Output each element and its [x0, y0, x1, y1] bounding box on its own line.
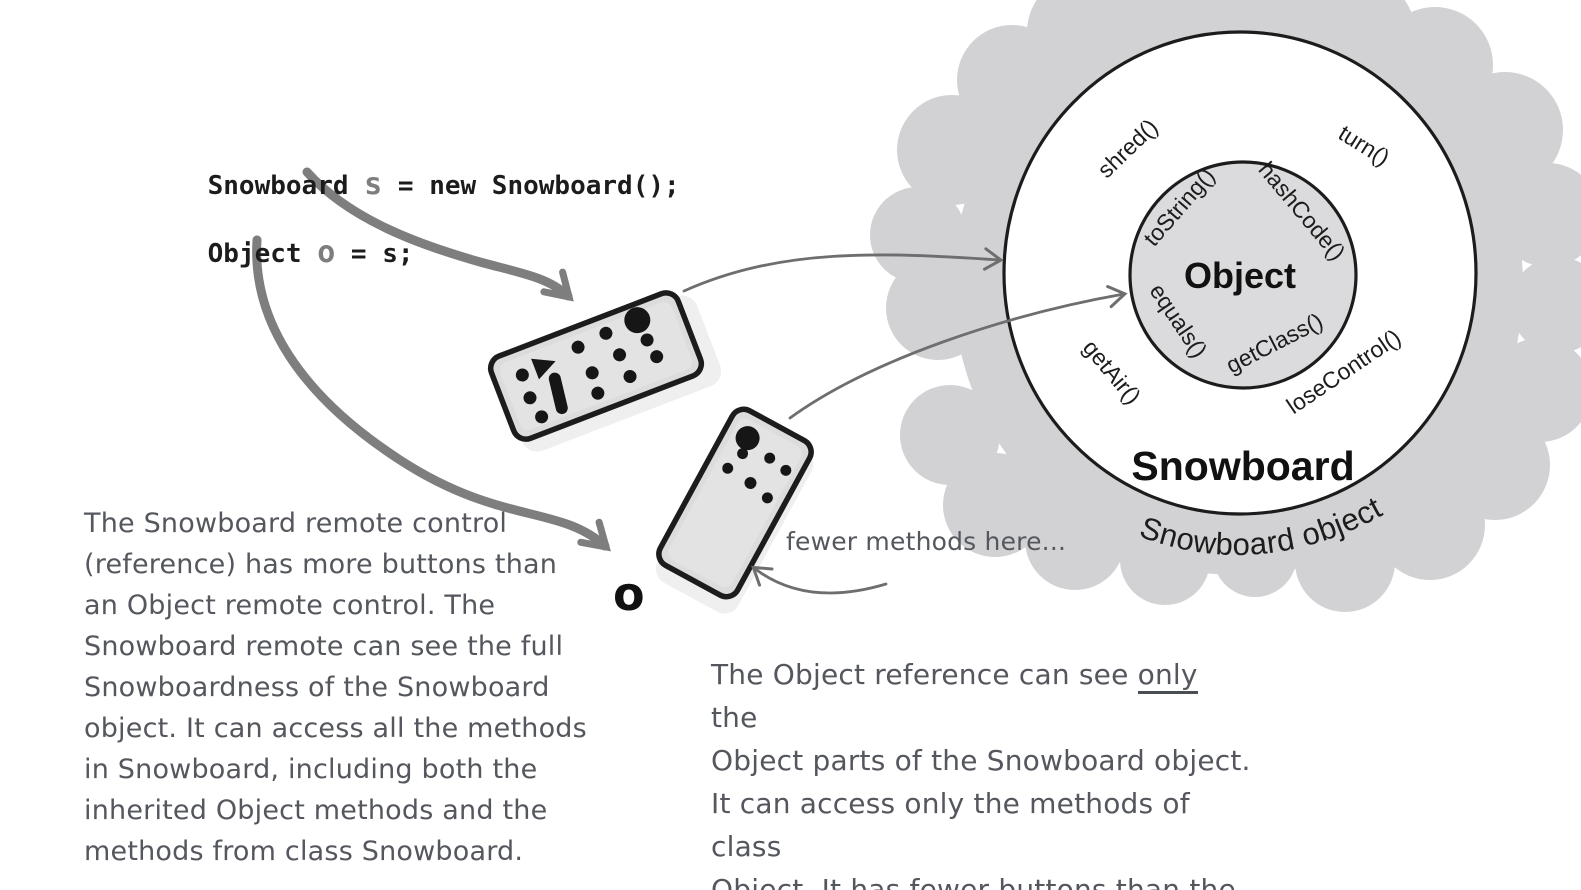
- code-line1-post: = new Snowboard();: [382, 171, 680, 201]
- code-line1-pre: Snowboard: [207, 171, 365, 201]
- right-note-line1-pre: The Object reference can see: [711, 658, 1138, 691]
- left-note-line: inherited Object methods and the: [84, 795, 548, 826]
- left-note-line: object. It can access all the methods: [84, 713, 587, 744]
- left-note-line: The Snowboard remote control: [84, 508, 508, 539]
- code-line2-pre: Object: [207, 239, 318, 269]
- snowboard-class-label: Snowboard: [1131, 443, 1354, 489]
- object-class-label: Object: [1184, 255, 1296, 296]
- arrow-remote-to-snowboard-circle: [682, 247, 1004, 293]
- code-var-o: o: [317, 235, 336, 270]
- left-note-line: methods from class Snowboard.: [84, 836, 524, 867]
- arrow-fewer-methods: [751, 565, 888, 595]
- arrow-s-to-snowboard-remote: [302, 167, 574, 302]
- snowboard-remote: [487, 290, 722, 452]
- left-note-line: (reference) has more buttons than: [84, 549, 558, 580]
- left-note-line: Snowboard remote can see the full: [84, 631, 564, 662]
- right-note-line: The Object reference can see only the: [711, 653, 1251, 739]
- code-line-1: Snowboard s = new Snowboard();: [145, 134, 680, 237]
- snowboard-reference-note: The Snowboard remote control (reference)…: [84, 503, 624, 872]
- right-note-line: Object. It has fewer buttons than the: [711, 873, 1236, 890]
- object-class-circle: [1128, 160, 1358, 390]
- fewer-methods-note: fewer methods here...: [786, 527, 1067, 556]
- arrow-remote-to-object-circle: [788, 285, 1128, 420]
- right-note-underlined-word: only: [1137, 658, 1198, 694]
- code-line-2: Object o = s;: [145, 202, 414, 305]
- left-note-line: an Object remote control. The: [84, 590, 496, 621]
- code-line2-post: = s;: [335, 239, 414, 269]
- snowboard-remote-buttons: [515, 307, 664, 424]
- object-reference-note: The Object reference can see only the Ob…: [711, 653, 1251, 890]
- right-note-line: It can access only the methods of class: [711, 787, 1190, 863]
- right-note-line: Object parts of the Snowboard object.: [711, 744, 1251, 777]
- object-remote: [655, 406, 814, 614]
- code-var-s: s: [364, 167, 383, 202]
- object-remote-buttons: [722, 426, 792, 504]
- left-note-line: in Snowboard, including both the: [84, 754, 538, 785]
- object-reference-label: o: [613, 567, 645, 621]
- bar-button: [548, 372, 568, 415]
- right-note-line1-post: the: [711, 701, 758, 734]
- left-note-line: Snowboardness of the Snowboard: [84, 672, 550, 703]
- play-triangle-button: [531, 358, 556, 380]
- arrow-o-to-object-remote: [252, 235, 611, 552]
